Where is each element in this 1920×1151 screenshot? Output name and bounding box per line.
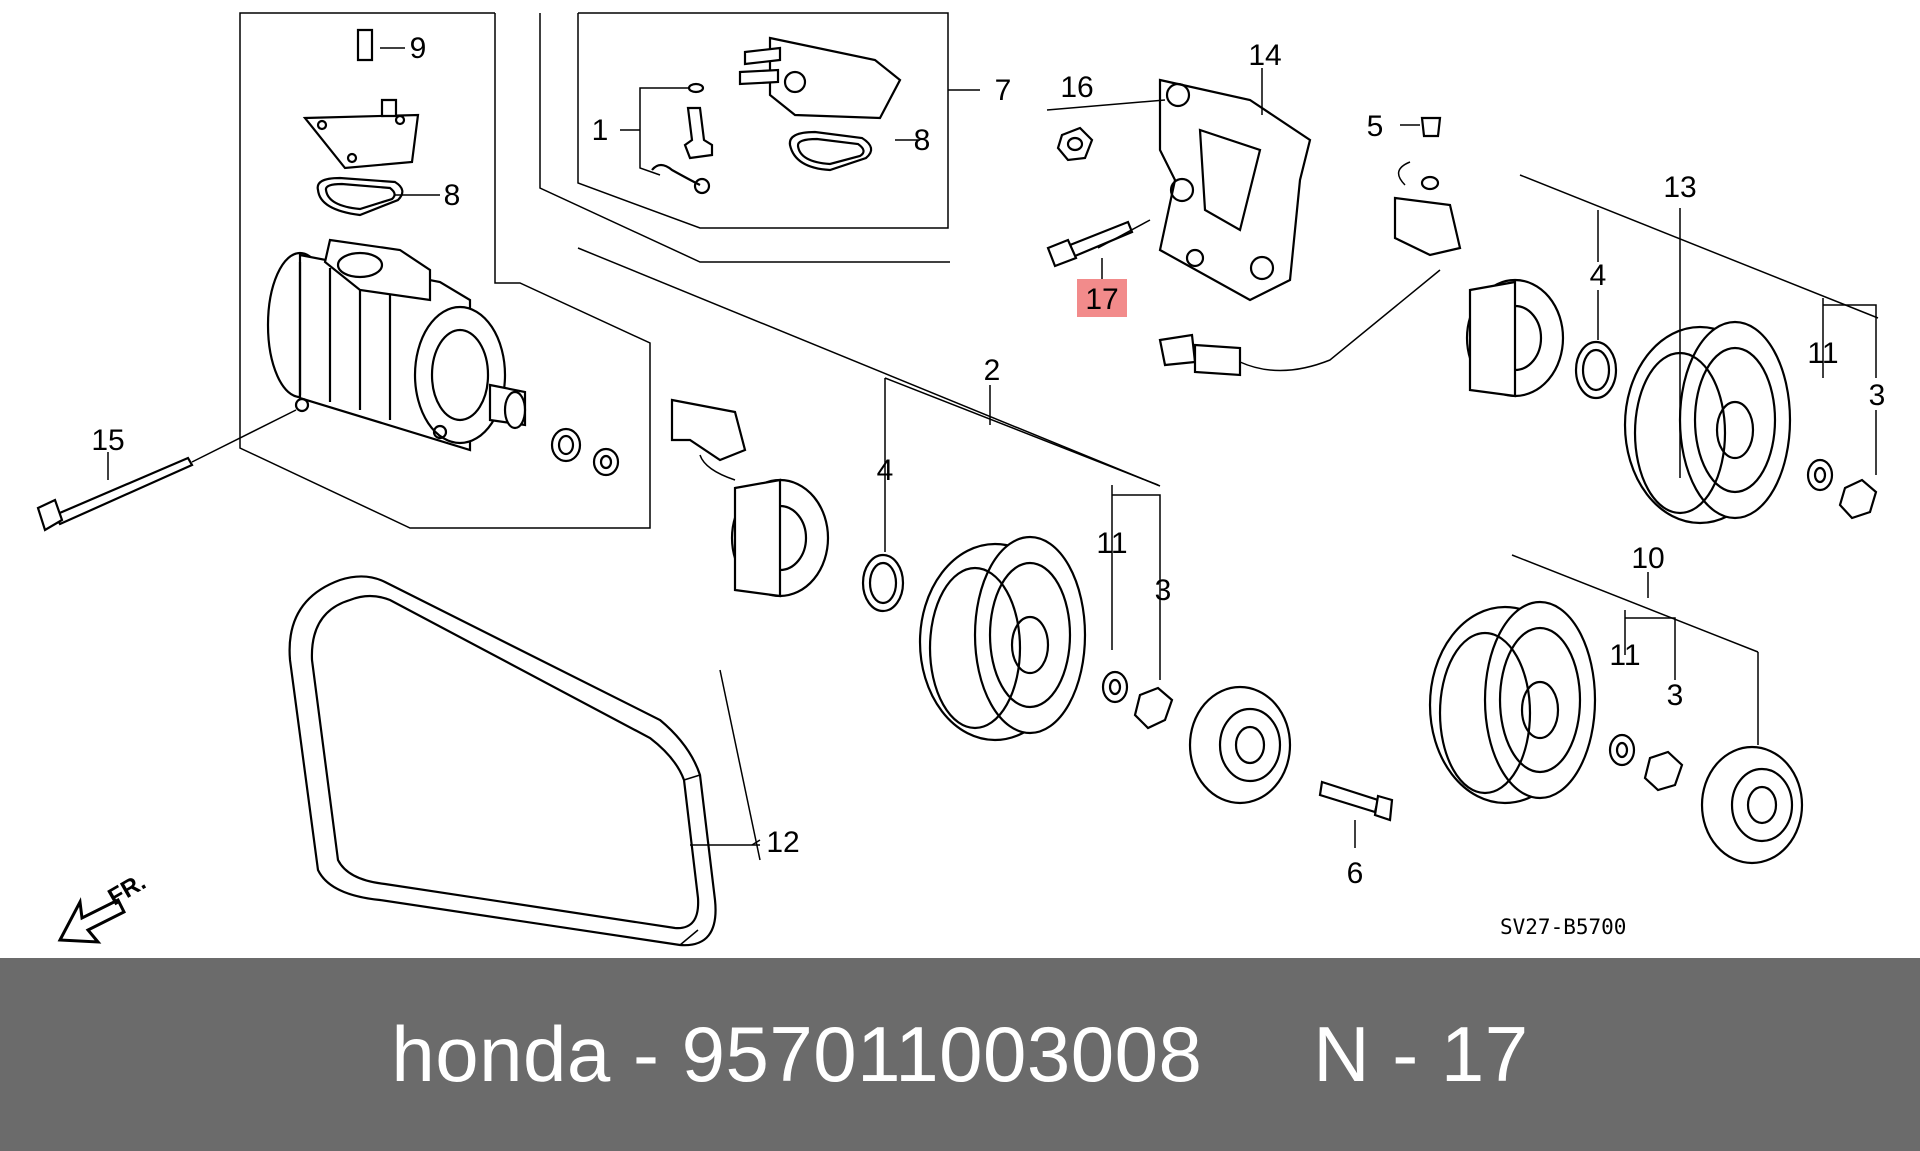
bracket-14: [1158, 78, 1312, 302]
nut-16: [1056, 126, 1094, 162]
compressor-seals: [550, 427, 620, 477]
circlip-lower: [1643, 750, 1684, 792]
callout-12: 12: [766, 826, 799, 859]
valve-assembly: [651, 82, 714, 195]
pulley-lower: [1428, 600, 1597, 805]
callout-4-right: 4: [1590, 259, 1607, 292]
shim-right: [1806, 458, 1834, 492]
callout-3-lower: 3: [1667, 679, 1684, 712]
leader-lines: [107, 47, 1879, 861]
callout-2: 2: [984, 354, 1001, 387]
snap-ring-middle: [861, 553, 905, 613]
callout-8-left: 8: [444, 179, 461, 212]
callout-11-right: 11: [1807, 337, 1838, 370]
callout-7: 7: [995, 74, 1012, 107]
group-boundaries: [239, 12, 1161, 529]
callout-4-middle: 4: [877, 454, 894, 487]
callout-14: 14: [1248, 39, 1281, 72]
circlip-middle: [1133, 686, 1174, 730]
caption-text: honda - 957011003008 N - 17: [391, 1010, 1529, 1098]
snap-ring-right: [1574, 340, 1618, 400]
bolt-15: [36, 409, 297, 532]
cover-plate: [302, 28, 420, 170]
gasket-right: [788, 130, 873, 172]
shim-lower: [1608, 733, 1636, 767]
front-direction-arrow-icon: [57, 897, 127, 944]
bolt-6: [1318, 780, 1394, 822]
parts-diagram: 1 2 3 3 3 4 4 5 6 7 8 8 9 10 11 11 11 12…: [36, 12, 1886, 947]
callout-3-middle: 3: [1155, 574, 1172, 607]
callout-16: 16: [1060, 71, 1093, 104]
callout-17: 17: [1085, 283, 1118, 316]
shim-middle: [1101, 670, 1129, 704]
callout-5: 5: [1367, 110, 1384, 143]
callout-3-right: 3: [1869, 379, 1886, 412]
field-coil-middle: [670, 398, 830, 598]
callout-labels: 1 2 3 3 3 4 4 5 6 7 8 8 9 10 11 11 11 12…: [91, 32, 1885, 890]
callout-8-right: 8: [914, 124, 931, 157]
service-plate: [738, 36, 902, 120]
callout-10: 10: [1631, 542, 1664, 575]
diagram-code: SV27-B5700: [1500, 915, 1626, 939]
callout-17-highlight: [1077, 279, 1127, 317]
callout-6: 6: [1347, 857, 1364, 890]
pulley-right: [1623, 320, 1792, 525]
callout-11-lower: 11: [1609, 639, 1640, 672]
callout-9: 9: [410, 32, 427, 65]
caption-bar: honda - 957011003008 N - 17: [0, 958, 1920, 1151]
callout-13: 13: [1663, 171, 1696, 204]
callout-11-middle: 11: [1096, 527, 1127, 560]
drive-belt: [288, 575, 717, 947]
gasket-left: [316, 176, 404, 217]
bolt-5: [1420, 116, 1442, 191]
pulley-middle: [918, 535, 1087, 742]
compressor-body: [266, 238, 527, 452]
bolt-17: [1046, 220, 1134, 268]
field-coil-right: [1158, 161, 1565, 398]
callout-1: 1: [592, 114, 609, 147]
armature-plate-lower: [1700, 745, 1804, 865]
armature-plate-middle: [1188, 685, 1292, 805]
circlip-right: [1838, 478, 1878, 520]
callout-15: 15: [91, 424, 124, 457]
